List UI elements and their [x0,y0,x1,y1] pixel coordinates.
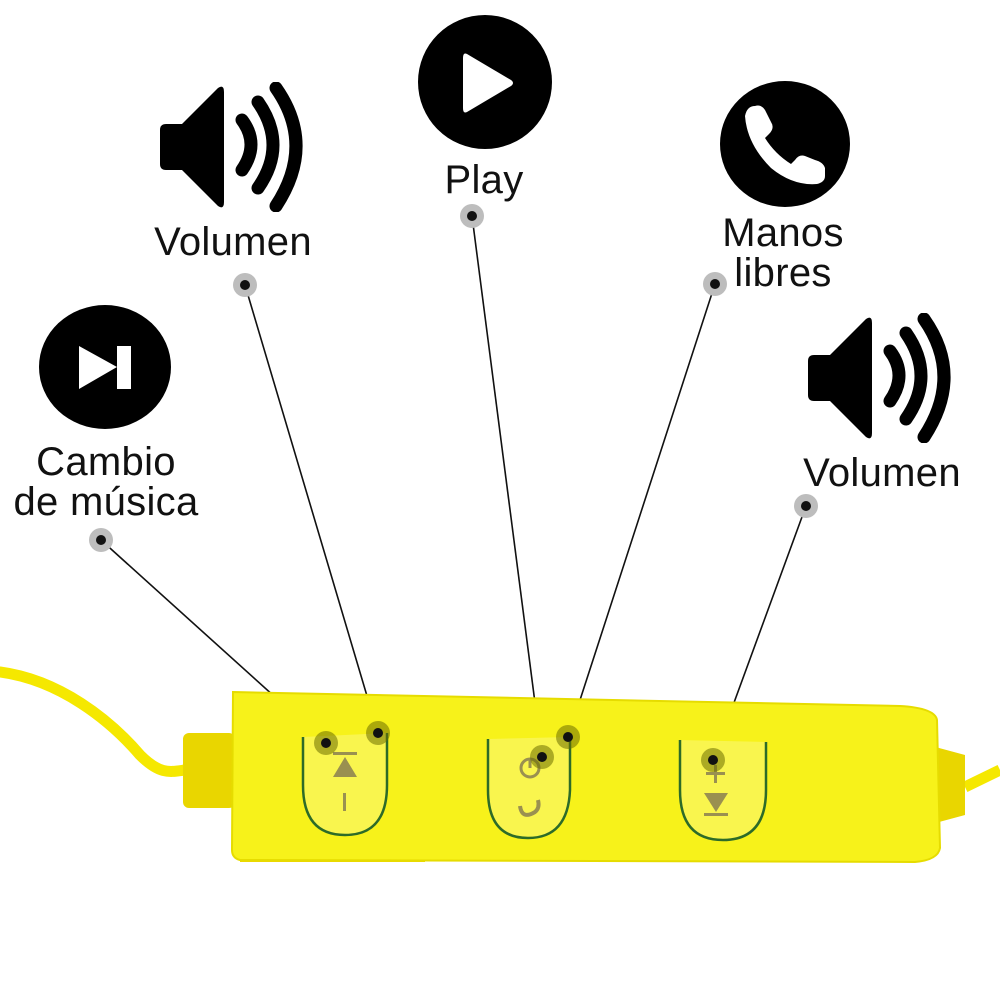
speaker-volume-icon [160,81,310,213]
right-connector [928,745,965,825]
skip-next-icon [37,304,173,430]
callout-dot-play [460,204,484,228]
callout-dot-next-track [89,528,113,552]
callout-label-hands-free: Manos libres [722,211,844,295]
callout-dot-volume-down [233,273,257,297]
button-dot-volume-down [366,721,390,745]
phone-call-icon [719,80,851,208]
button-dot-play [530,745,554,769]
left-connector [183,733,235,808]
right-cable [962,765,1000,792]
button-dot-hands-free [556,725,580,749]
callout-dot-volume-up [794,494,818,518]
remote-body [232,692,940,862]
play-circle-icon [417,14,553,150]
bottom-clip [240,840,425,862]
callout-label-next-track: Cambio de música [13,440,199,524]
callout-dot-hands-free [703,272,727,296]
speaker-volume-icon [808,312,958,444]
button-dot-next-track [314,731,338,755]
left-cable [0,666,191,777]
callout-label-volume-up: Volumen [803,451,961,495]
callout-label-volume-down: Volumen [154,220,312,264]
center-button-outline [486,737,572,840]
callout-label-play: Play [444,158,524,202]
button-dot-volume-up [701,748,725,772]
